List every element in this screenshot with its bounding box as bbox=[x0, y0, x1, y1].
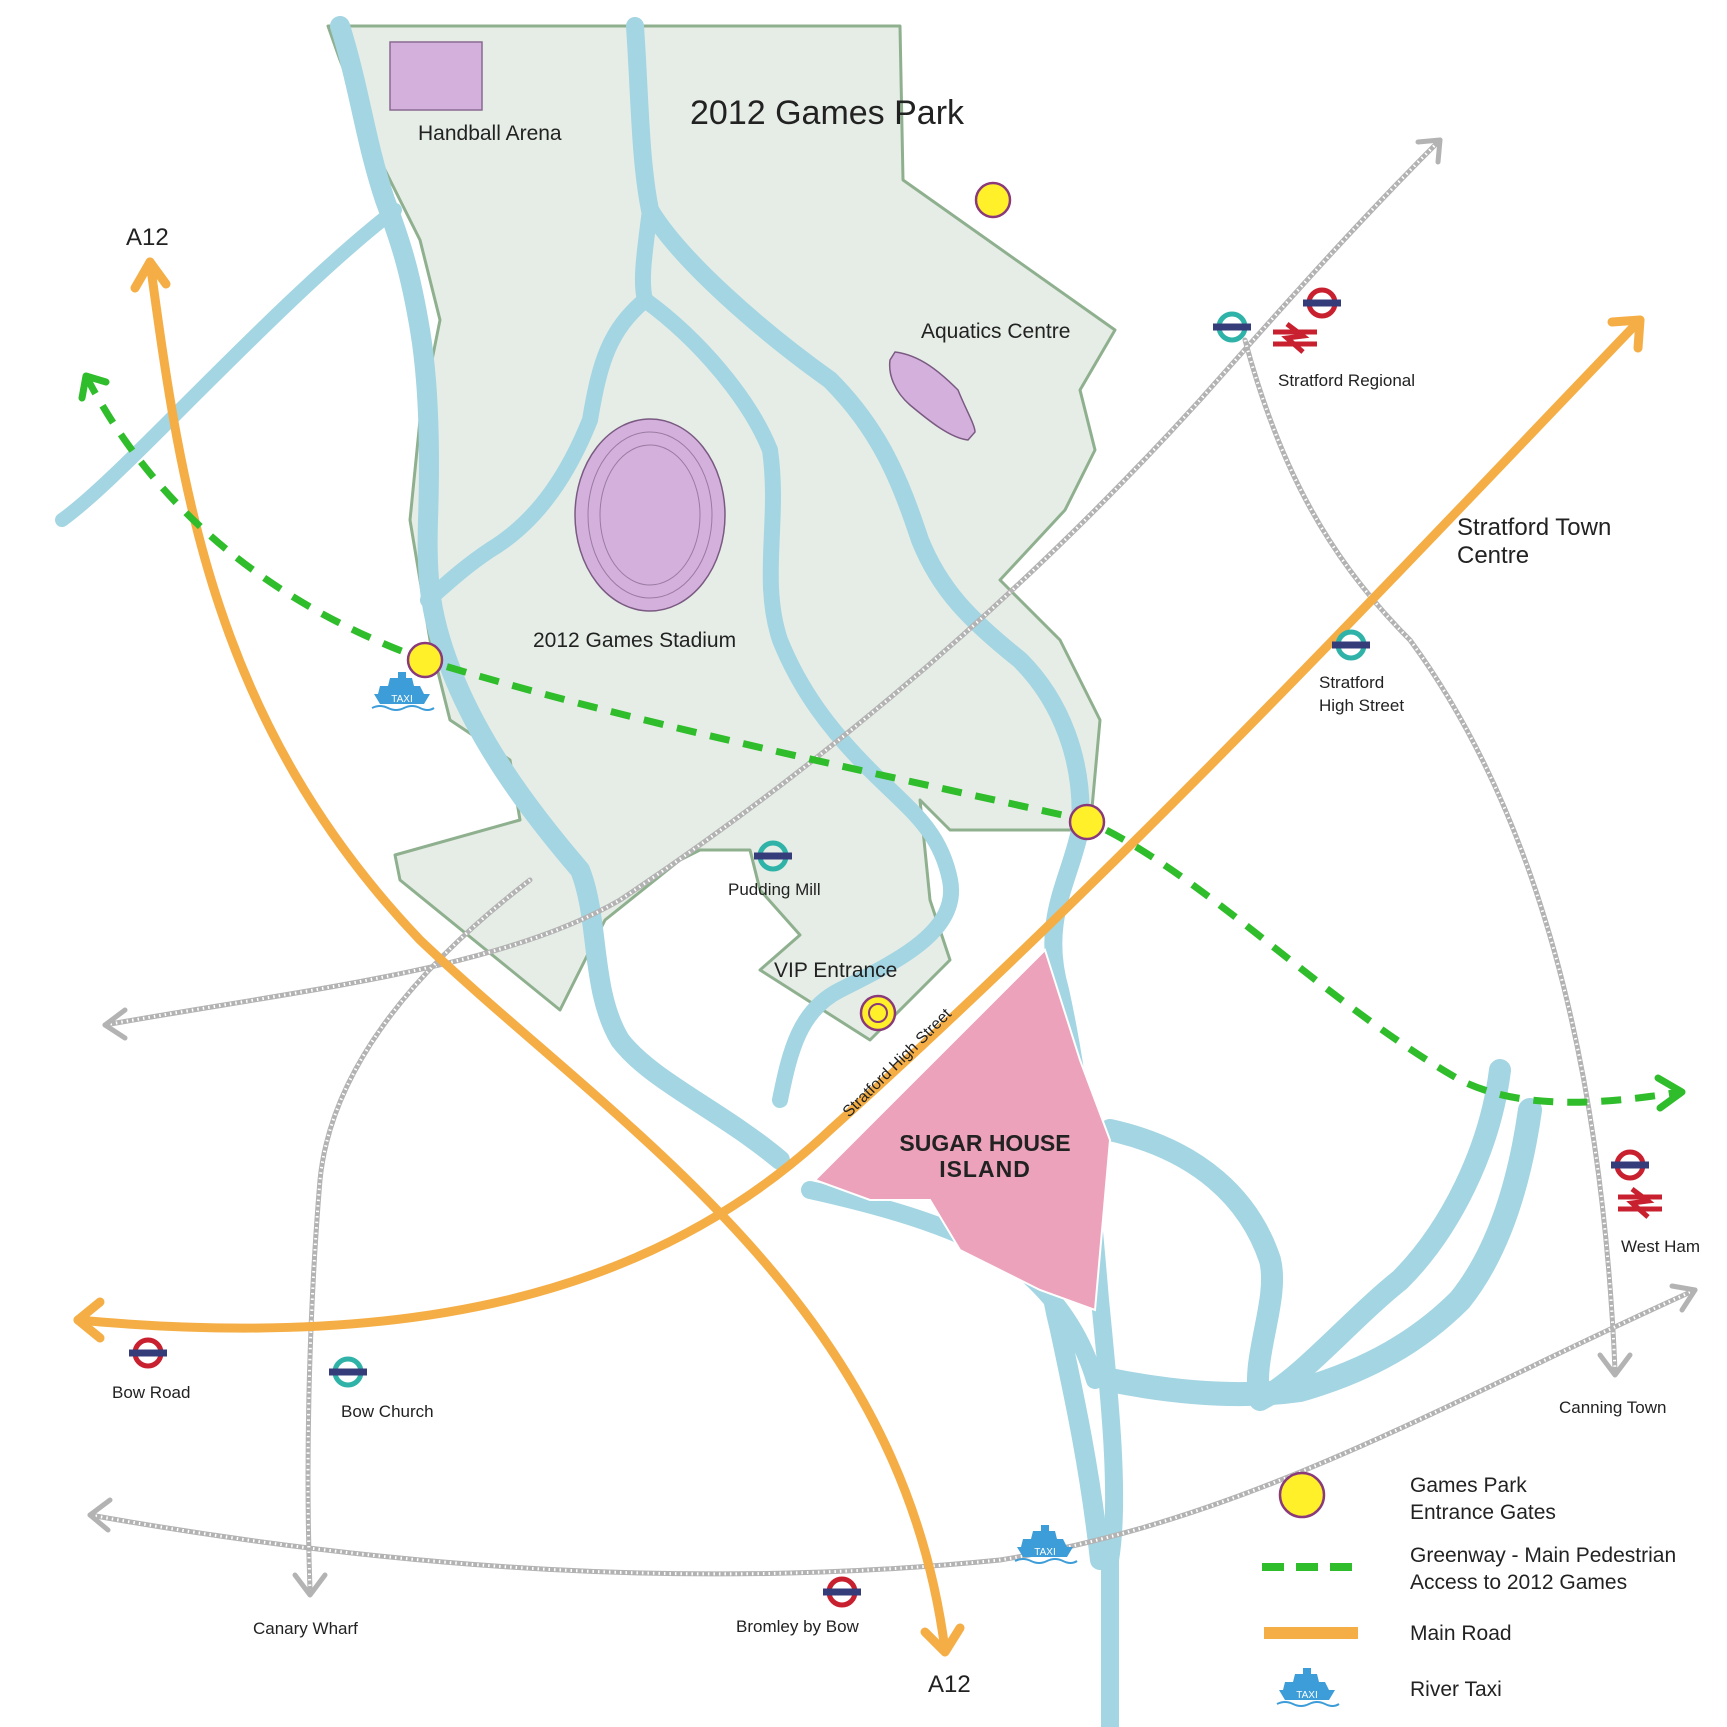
dlr-roundel-icon[interactable] bbox=[329, 1359, 367, 1385]
a12-south-label: A12 bbox=[928, 1671, 971, 1698]
logo-line-1: SUGAR HOUSE bbox=[899, 1130, 1070, 1156]
stratford-regional-label: Stratford Regional bbox=[1278, 371, 1415, 390]
underground-roundel-icon[interactable] bbox=[1303, 290, 1341, 316]
canary-wharf-label: Canary Wharf bbox=[253, 1619, 358, 1638]
svg-text:TAXI: TAXI bbox=[1296, 1690, 1317, 1701]
entrance-gate-icon[interactable] bbox=[1068, 803, 1106, 841]
pudding-mill-label: Pudding Mill bbox=[728, 880, 821, 899]
bow-church-label: Bow Church bbox=[341, 1402, 434, 1421]
underground-roundel-icon[interactable] bbox=[129, 1340, 167, 1366]
greenway-route bbox=[78, 372, 1686, 1112]
legend-gates-label-1: Games Park bbox=[1410, 1474, 1527, 1497]
underground-roundel-icon[interactable] bbox=[1611, 1152, 1649, 1178]
stratford-town-centre-label-1: Stratford Town bbox=[1457, 514, 1611, 541]
canning-town-label: Canning Town bbox=[1559, 1398, 1666, 1417]
national-rail-icon[interactable] bbox=[1618, 1189, 1662, 1217]
river-taxi-icon[interactable]: TAXI bbox=[371, 671, 435, 711]
national-rail-icon[interactable] bbox=[1273, 324, 1317, 352]
svg-text:TAXI: TAXI bbox=[391, 694, 412, 705]
aquatics-centre-shape[interactable] bbox=[888, 351, 976, 441]
handball-arena-label: Handball Arena bbox=[418, 122, 562, 145]
stratford-high-street-label-2: High Street bbox=[1319, 696, 1404, 715]
dlr-roundel-icon[interactable] bbox=[1213, 314, 1251, 340]
aquatics-centre-label: Aquatics Centre bbox=[921, 320, 1070, 343]
rail-lines bbox=[87, 137, 1698, 1598]
logo-line-2: ISLAND bbox=[939, 1156, 1031, 1182]
bromley-by-bow-label: Bromley by Bow bbox=[736, 1617, 860, 1636]
underground-roundel-icon[interactable] bbox=[823, 1579, 861, 1605]
handball-arena-shape[interactable] bbox=[389, 41, 483, 111]
vip-entrance-label: VIP Entrance bbox=[774, 959, 897, 982]
sugar-house-island-shape[interactable] bbox=[813, 948, 1112, 1312]
legend: Games Park Entrance Gates Greenway - Mai… bbox=[1262, 1471, 1676, 1707]
stadium-shape[interactable] bbox=[574, 418, 726, 612]
stadium-label: 2012 Games Stadium bbox=[533, 629, 736, 652]
bow-road-label: Bow Road bbox=[112, 1383, 190, 1402]
west-ham-label: West Ham bbox=[1621, 1237, 1700, 1256]
vip-entrance-gate-icon[interactable] bbox=[859, 994, 897, 1032]
page-title: 2012 Games Park bbox=[690, 94, 965, 132]
legend-main-road-label: Main Road bbox=[1410, 1622, 1512, 1645]
entrance-gate-icon[interactable] bbox=[974, 181, 1012, 219]
svg-text:TAXI: TAXI bbox=[1034, 1547, 1055, 1558]
river-taxi-icon[interactable]: TAXI bbox=[1014, 1524, 1078, 1564]
sugar-house-island-logo: SUGAR HOUSE ISLAND bbox=[899, 1130, 1070, 1182]
stratford-high-street-label-1: Stratford bbox=[1319, 673, 1384, 692]
legend-gate-icon bbox=[1278, 1471, 1326, 1519]
legend-gates-label-2: Entrance Gates bbox=[1410, 1501, 1556, 1524]
a12-north-label: A12 bbox=[126, 224, 169, 251]
entrance-gate-icon[interactable] bbox=[406, 641, 444, 679]
legend-river-taxi-icon: TAXI bbox=[1276, 1667, 1340, 1707]
legend-greenway-label-2: Access to 2012 Games bbox=[1410, 1571, 1627, 1594]
main-roads bbox=[73, 257, 1645, 1657]
stratford-town-centre-label-2: Centre bbox=[1457, 542, 1529, 569]
legend-river-taxi-label: River Taxi bbox=[1410, 1678, 1502, 1701]
legend-greenway-label-1: Greenway - Main Pedestrian bbox=[1410, 1544, 1676, 1567]
